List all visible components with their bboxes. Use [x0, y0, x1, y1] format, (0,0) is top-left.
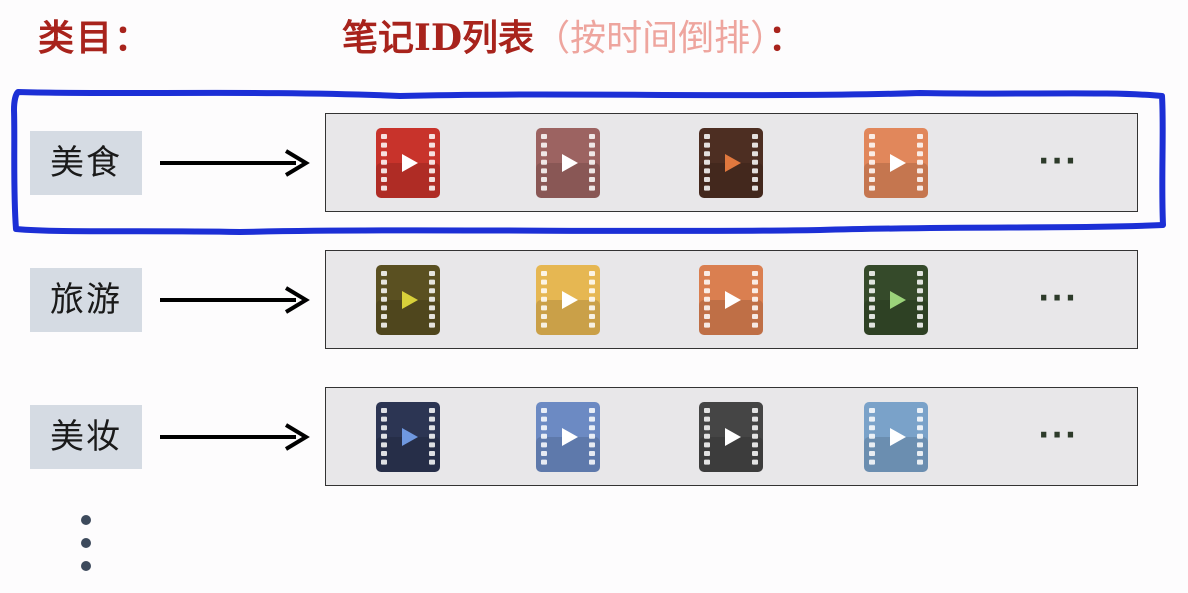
- video-note-icon[interactable]: [376, 402, 440, 472]
- more-notes-ellipsis: ···: [1038, 418, 1079, 453]
- video-note-icon[interactable]: [864, 128, 928, 198]
- category-header: 类目：: [38, 17, 153, 59]
- category-label: 旅游: [30, 268, 142, 332]
- video-note-icon[interactable]: [536, 402, 600, 472]
- video-note-icon[interactable]: [536, 265, 600, 335]
- more-notes-ellipsis: ···: [1038, 144, 1079, 179]
- note-id-list: ···: [325, 250, 1138, 349]
- video-note-icon[interactable]: [536, 128, 600, 198]
- category-label: 美食: [30, 131, 142, 195]
- video-note-icon[interactable]: [864, 265, 928, 335]
- header-colon: ：: [768, 17, 805, 59]
- note-id-list-title: 笔记ID列表: [342, 17, 535, 59]
- arrow-right-icon: [160, 423, 310, 451]
- note-id-list-header: 笔记ID列表（按时间倒排）：: [342, 14, 804, 63]
- video-note-icon[interactable]: [699, 265, 763, 335]
- note-id-list: ···: [325, 387, 1138, 486]
- sort-order-note: （按时间倒排）: [534, 18, 769, 59]
- vertical-ellipsis-icon: [81, 515, 91, 571]
- video-note-icon[interactable]: [699, 128, 763, 198]
- more-notes-ellipsis: ···: [1038, 281, 1079, 316]
- note-id-list: ···: [325, 113, 1138, 212]
- category-label: 美妆: [30, 405, 142, 469]
- arrow-right-icon: [160, 149, 310, 177]
- arrow-right-icon: [160, 286, 310, 314]
- video-note-icon[interactable]: [376, 265, 440, 335]
- video-note-icon[interactable]: [864, 402, 928, 472]
- video-note-icon[interactable]: [699, 402, 763, 472]
- video-note-icon[interactable]: [376, 128, 440, 198]
